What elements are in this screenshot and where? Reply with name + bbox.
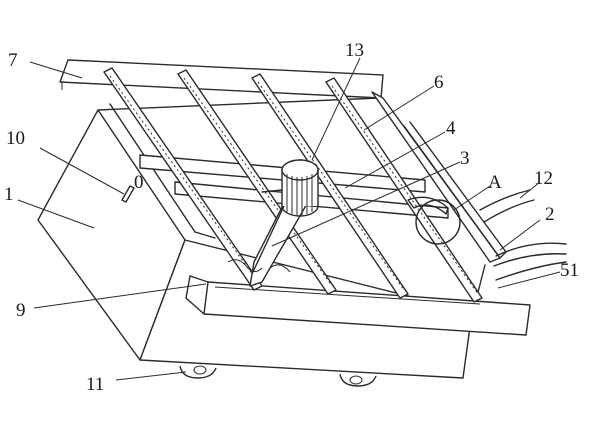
- front-plate: [185, 275, 531, 336]
- hook-bracket: [407, 196, 461, 245]
- hole-mark: 0: [134, 172, 144, 193]
- wheels: [179, 365, 377, 387]
- pipes: [479, 189, 567, 281]
- side-fastener: [121, 185, 135, 203]
- threaded-rods: [103, 67, 483, 303]
- motor: [261, 159, 319, 217]
- label-12: 12: [534, 168, 553, 189]
- reference-labels: 7 13 6 10 4 1 3 A 12 2 51 9 11: [4, 40, 579, 395]
- label-4: 4: [446, 118, 456, 139]
- label-6: 6: [434, 72, 444, 93]
- label-1: 1: [4, 184, 14, 205]
- label-13: 13: [345, 40, 364, 61]
- bottom-spring: [227, 259, 291, 273]
- label-7: 7: [8, 50, 18, 71]
- leader-lines: [17, 57, 561, 381]
- label-3: 3: [460, 148, 470, 169]
- label-A: A: [488, 172, 502, 193]
- label-51: 51: [560, 260, 579, 281]
- label-11: 11: [86, 374, 104, 395]
- label-9: 9: [16, 300, 26, 321]
- label-10: 10: [6, 128, 25, 149]
- label-2: 2: [545, 204, 555, 225]
